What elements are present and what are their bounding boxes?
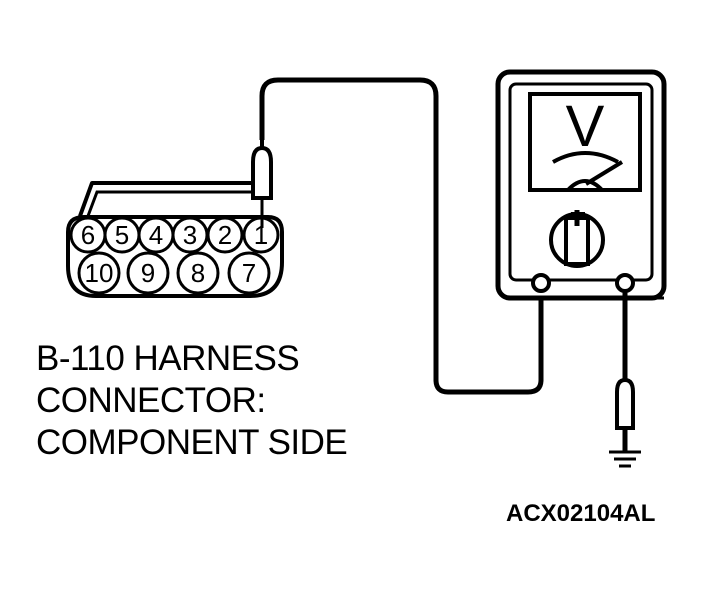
ground-lead <box>615 291 635 452</box>
caption-line-3: COMPONENT SIDE <box>36 423 348 462</box>
pin-2 <box>206 216 244 254</box>
connector-caption: B-110 HARNESS CONNECTOR: COMPONENT SIDE <box>36 338 348 464</box>
jack-right <box>615 273 635 293</box>
pin-label-2: 2 <box>218 220 232 250</box>
pin-label-10: 10 <box>85 258 114 288</box>
pin-7 <box>227 251 271 295</box>
probe-pin-1 <box>251 138 273 228</box>
meter-unit-v: V <box>566 94 605 159</box>
pin-label-5: 5 <box>115 220 129 250</box>
meter-jacks <box>531 273 635 293</box>
pin-label-8: 8 <box>191 258 205 288</box>
selector-knob <box>549 210 605 268</box>
jack-left <box>531 273 551 293</box>
voltmeter <box>495 69 667 301</box>
pin-label-6: 6 <box>81 220 95 250</box>
connector-pins-top <box>69 216 280 254</box>
pin-10 <box>77 251 121 295</box>
pin-label-9: 9 <box>141 258 155 288</box>
pin-8 <box>176 251 220 295</box>
connector-pin-labels-top: 6 5 4 3 2 1 <box>81 220 268 250</box>
caption-line-2: CONNECTOR: <box>36 381 266 420</box>
caption-line-1: B-110 HARNESS <box>36 339 300 378</box>
lead-wire <box>259 77 544 395</box>
connector-pin-labels-bottom: 10 9 8 7 <box>85 258 257 288</box>
pin-9 <box>126 251 170 295</box>
ground-symbol-icon <box>609 450 641 468</box>
figure-reference: ACX02104AL <box>506 500 656 527</box>
pin-label-7: 7 <box>242 258 256 288</box>
connector-pins-bottom <box>77 251 271 295</box>
pin-label-3: 3 <box>183 220 197 250</box>
pin-label-4: 4 <box>149 220 163 250</box>
pin-label-1: 1 <box>254 220 268 250</box>
